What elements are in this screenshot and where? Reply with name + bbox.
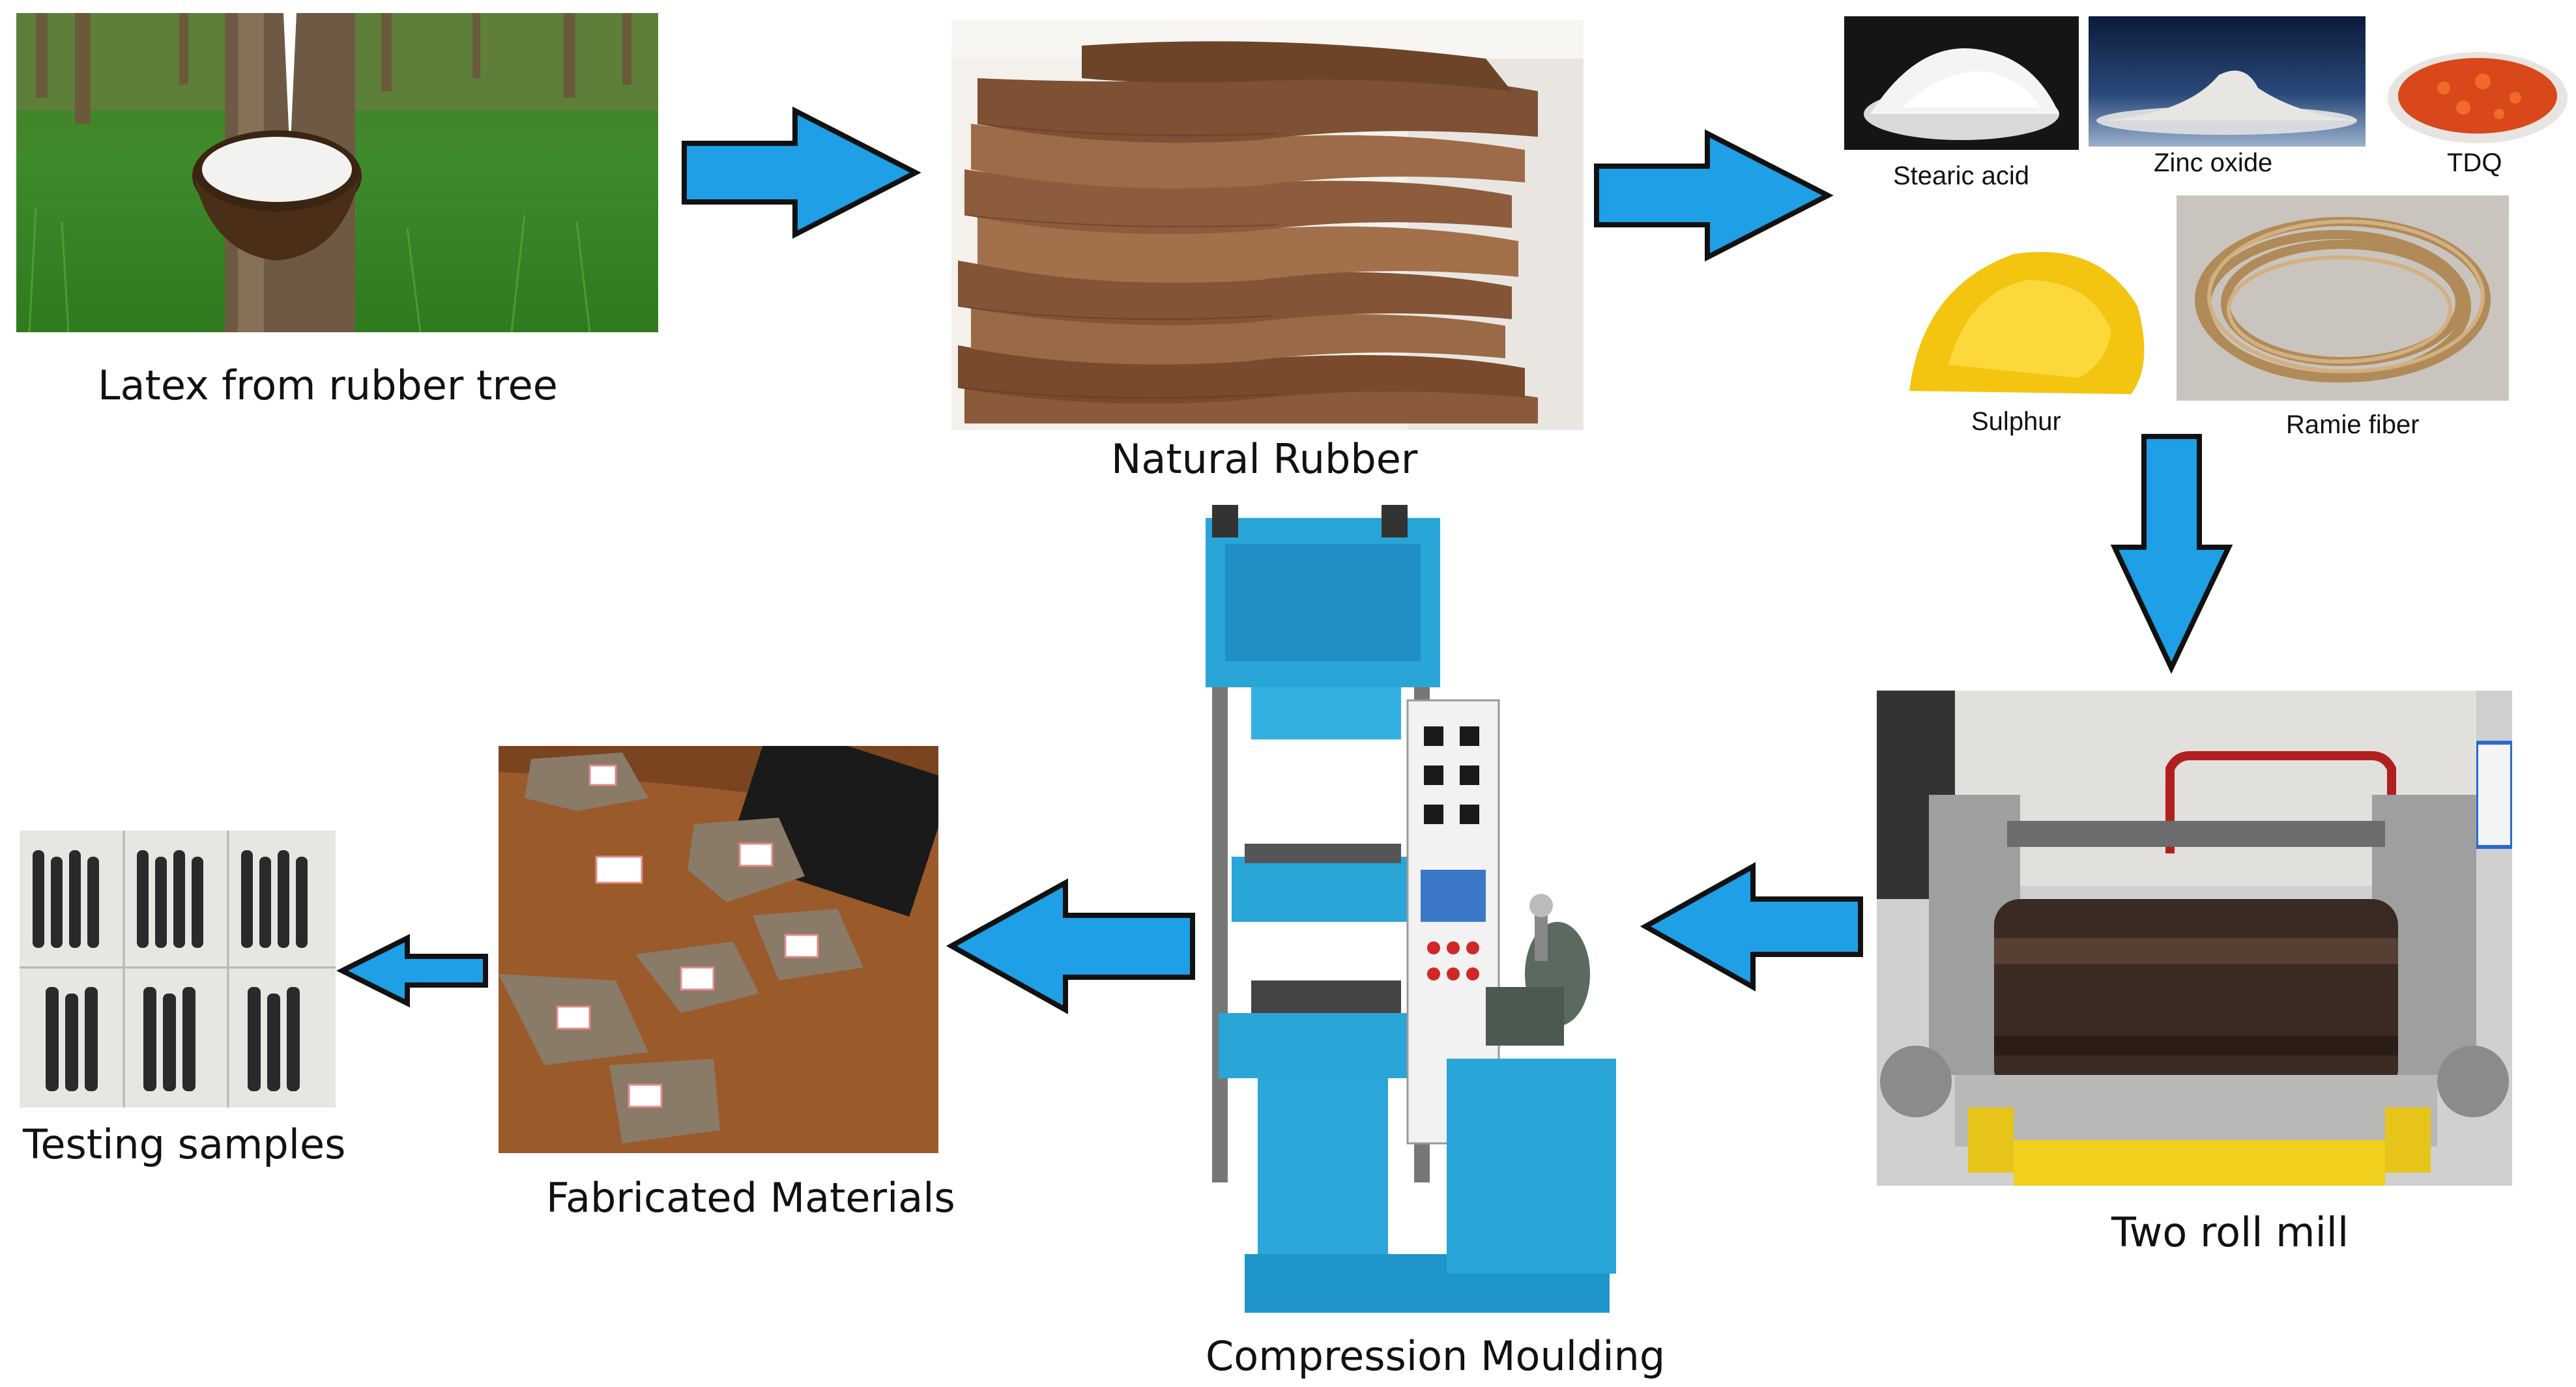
arrow-press-to-fabricated (946, 878, 1195, 1014)
sulphur-image (1896, 235, 2154, 404)
compression-moulding-photo (1173, 505, 1629, 1329)
ramie-fiber-label: Ramie fiber (2286, 410, 2420, 439)
tdq-label: TDQ (2447, 149, 2502, 177)
arrow-mill-to-press (1640, 862, 1863, 992)
testing-samples-caption: Testing samples (23, 1121, 346, 1168)
tdq-image (2385, 42, 2571, 150)
natural-rubber-photo (951, 20, 1584, 430)
fabricated-materials-caption: Fabricated Materials (546, 1174, 955, 1222)
stearic-acid-label: Stearic acid (1893, 162, 2029, 190)
testing-samples-photo (20, 831, 336, 1108)
sulphur-label: Sulphur (1971, 407, 2061, 436)
compression-moulding-caption: Compression Moulding (1206, 1332, 1666, 1380)
arrow-latex-to-rubber (682, 106, 921, 239)
arrow-rubber-to-ingredients (1594, 129, 1834, 262)
latex-caption: Latex from rubber tree (98, 362, 558, 409)
zinc-oxide-image (2089, 16, 2366, 147)
arrow-fabricated-to-testing (336, 934, 488, 1008)
stearic-acid-image (1844, 16, 2079, 150)
two-roll-mill-caption: Two roll mill (2111, 1208, 2349, 1256)
two-roll-mill-photo (1877, 691, 2512, 1186)
ramie-fiber-image (2177, 195, 2509, 401)
zinc-oxide-label: Zinc oxide (2154, 149, 2273, 177)
arrow-ingredients-to-mill (2110, 434, 2233, 674)
fabricated-materials-photo (499, 746, 938, 1153)
rubber-tree-photo (16, 13, 658, 332)
natural-rubber-caption: Natural Rubber (1111, 435, 1418, 483)
